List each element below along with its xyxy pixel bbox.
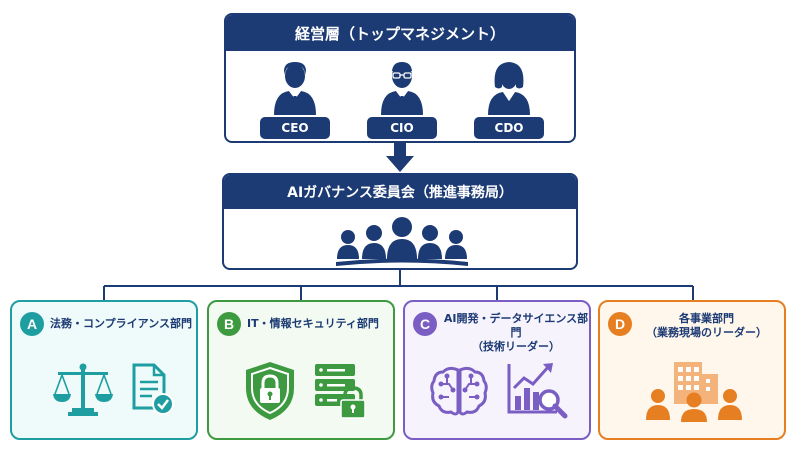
businessman-icon — [274, 62, 316, 115]
department-legal: A 法務・コンプライアンス部門 — [10, 300, 198, 440]
badge-a: A — [20, 312, 44, 336]
badge-d: D — [608, 312, 632, 336]
role-label-ceo: CEO — [260, 117, 330, 139]
department-title: 法務・コンプライアンス部門 — [50, 317, 193, 330]
meeting-group-icon — [336, 217, 468, 266]
department-title: IT・情報セキュリティ部門 — [247, 317, 379, 330]
ceo-figure: CEO — [260, 59, 330, 139]
department-business-units: D 各事業部門 （業務現場のリーダー） — [598, 300, 786, 440]
document-check-icon — [132, 363, 174, 415]
businessman-glasses-icon — [381, 62, 423, 115]
executive-title: 経営層（トップマネジメント） — [226, 15, 574, 51]
chart-magnifier-icon — [507, 363, 568, 419]
role-label-cio: CIO — [367, 117, 437, 139]
businesswoman-icon — [488, 62, 530, 115]
building-people-icon — [646, 362, 742, 422]
department-title-line2: （技術リーダー） — [472, 340, 560, 353]
badge-c: C — [413, 312, 437, 336]
badge-b: B — [217, 312, 241, 336]
department-title: 各事業部門 （業務現場のリーダー） — [646, 312, 767, 340]
department-title: AI開発・データサイエンス部門 （技術リーダー） — [443, 312, 589, 354]
committee-title: AIガバナンス委員会（推進事務局） — [224, 175, 576, 209]
committee-box: AIガバナンス委員会（推進事務局） — [222, 173, 578, 270]
department-title-line1: AI開発・データサイエンス部門 — [443, 312, 589, 339]
scales-icon — [53, 363, 113, 416]
role-label-cdo: CDO — [474, 117, 544, 139]
server-lock-icon — [315, 364, 366, 419]
department-ai-data-science: C AI開発・データサイエンス部門 （技術リーダー） — [403, 300, 591, 440]
department-title-line2: （業務現場のリーダー） — [646, 326, 767, 339]
department-it-security: B IT・情報セキュリティ部門 — [207, 300, 395, 440]
cio-figure: CIO — [367, 59, 437, 139]
cdo-figure: CDO — [474, 59, 544, 139]
brain-circuit-icon — [430, 366, 488, 416]
executive-box: 経営層（トップマネジメント） CEO CIO — [224, 13, 576, 143]
shield-lock-icon — [246, 362, 294, 420]
down-arrow-icon — [386, 143, 414, 172]
department-title-line1: 各事業部門 — [679, 312, 734, 325]
